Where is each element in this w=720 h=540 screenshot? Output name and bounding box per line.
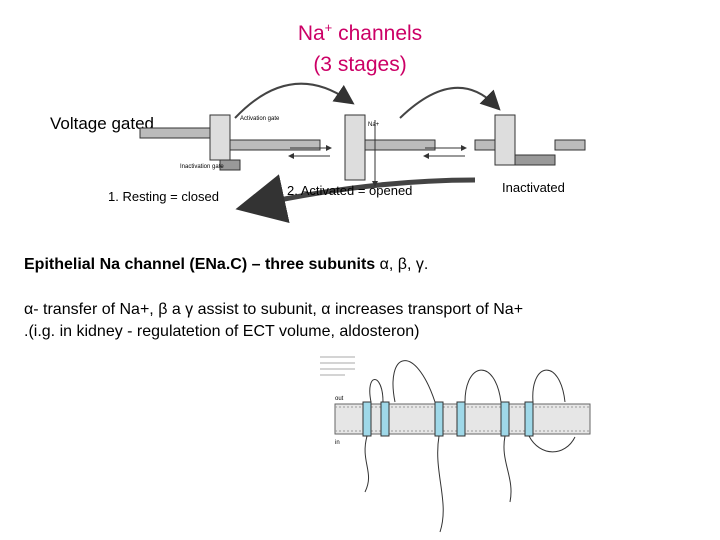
description-line-1: α- transfer of Na+, β a γ assist to subu… — [24, 301, 524, 318]
voltage-gated-label: Voltage gated — [50, 114, 154, 133]
channel-resting: Activation gate Inactivation gate — [139, 114, 321, 171]
stage-3-label: Inactivated — [502, 180, 565, 195]
arrow-activated-to-inactivated — [399, 86, 501, 119]
channel-stages-diagram: Activation gate Inactivation gate Na+ — [139, 82, 586, 224]
stage-2-label: 2. Activated = opened — [287, 183, 413, 198]
enac-membrane-figure: out in — [320, 356, 591, 533]
arrow-inactivated-to-resting — [235, 174, 476, 224]
activation-gate-label: Activation gate — [240, 116, 280, 122]
channel-inactivated — [474, 114, 586, 166]
description-paragraph: α- transfer of Na+, β a γ assist to subu… — [24, 299, 704, 343]
stage-1-label: 1. Resting = closed — [108, 189, 219, 204]
arrow-resting-to-activated — [234, 82, 355, 119]
inactivation-gate-label: Inactivation gate — [180, 164, 224, 170]
inside-label: in — [335, 440, 340, 446]
description-line-2: .(i.g. in kidney - regulatetion of ECT v… — [24, 323, 420, 340]
outside-label: out — [335, 396, 344, 402]
na-ion-label: Na+ — [368, 122, 380, 128]
channel-activated: Na+ — [344, 114, 436, 187]
enac-heading: Epithelial Na channel (ENa.C) – three su… — [24, 256, 429, 273]
slide-title: Na+ channels — [297, 20, 423, 45]
